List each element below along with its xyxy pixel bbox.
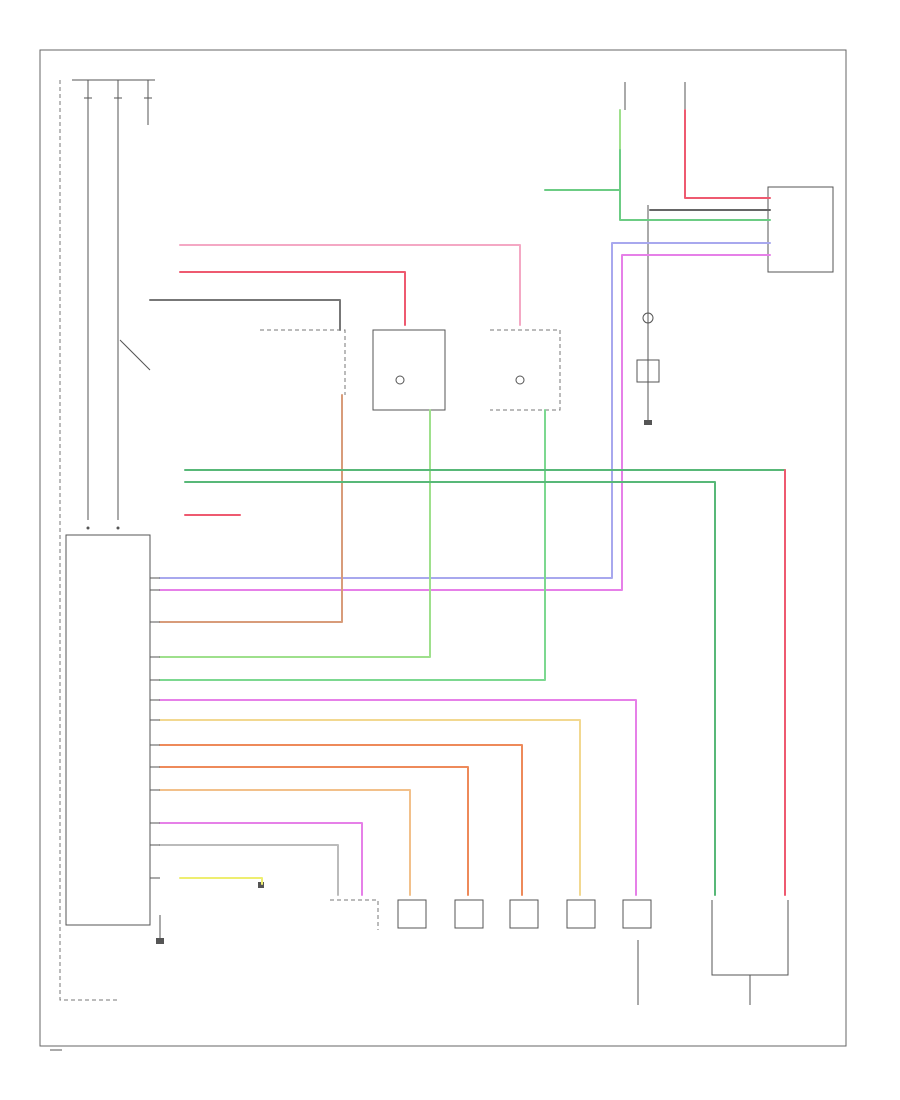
wire-light-orange [159,789,411,896]
relay-boxes [260,329,561,411]
bottom-switches [258,882,789,1005]
wire-green-feed [619,149,771,221]
wire-red-feed [179,271,406,326]
wire-tan [159,394,343,623]
wire-yellow-bright [179,877,263,885]
wire-light-green [159,409,431,658]
wire-black-cluster [149,299,341,331]
wire-harness [149,109,786,896]
wire-blue-violet [159,242,771,579]
wire-green [159,409,546,681]
wire-dark-green-drop [184,481,716,896]
wire-orange-2 [159,766,469,896]
connector-pins [150,577,160,879]
wire-violet-short [159,822,363,896]
wire-violet-door [159,699,637,896]
left-fuse-block [59,79,164,1001]
wire-pink-top [179,244,521,326]
wire-red-top [684,109,771,199]
wire-yellow [159,719,581,896]
wire-violet [159,254,771,591]
top-right-fuse-group [624,82,834,425]
wire-grey-short [159,844,339,896]
diagram-border [39,49,847,1047]
wire-orange-1 [159,744,523,896]
